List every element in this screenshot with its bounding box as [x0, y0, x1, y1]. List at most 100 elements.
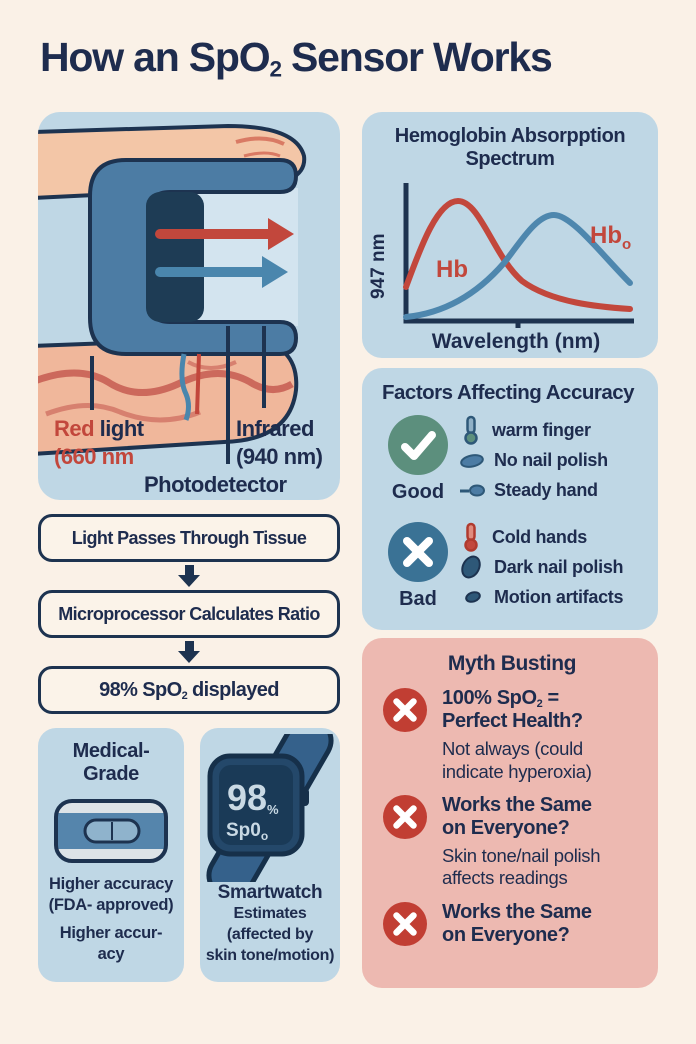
good-item-1-label: warm finger [492, 419, 591, 440]
thermometer-icon [464, 415, 478, 445]
flow-step-3-label: 98% SpO2 displayed [99, 678, 279, 702]
good-item-3-label: Steady hand [494, 479, 598, 500]
medical-text-1: Higher accuracy [49, 875, 173, 893]
smartwatch-caption-3: (affected by [226, 925, 314, 943]
red-light-path [195, 353, 201, 415]
medical-grade-panel: Medical- Grade Higher accuracy (FDA- app… [38, 728, 184, 982]
finger-crease-2 [243, 151, 281, 158]
hb-label: Hb [436, 256, 468, 283]
red-light-label: Red light [54, 416, 145, 441]
sensor-panel: Red light (660 nm Infrared (940 nm) Phot… [38, 112, 340, 500]
bad-item-3: Motion artifacts [458, 582, 650, 612]
good-items: warm finger No nail polish Steady h [458, 414, 650, 505]
chart-axes [403, 183, 634, 324]
hbo-label: Hbo [590, 222, 631, 253]
bad-items: Cold hands Dark nail polish Motion artif… [458, 521, 650, 612]
watch-display-value: 98% [227, 777, 279, 818]
myth-item-1: 100% SpO2 =Perfect Health? Not always (c… [382, 687, 642, 783]
bad-label: Bad [399, 588, 437, 610]
factors-panel: Factors Affecting Accuracy Good [362, 368, 658, 630]
red-light-label-2: (660 nm [54, 444, 134, 469]
vein-2 [45, 402, 201, 423]
bad-item-3-label: Motion artifacts [494, 586, 624, 607]
cross-icon [383, 688, 427, 732]
y-axis-label: 947 nm [368, 234, 389, 299]
emitter-block [146, 192, 204, 322]
flow-step-3: 98% SpO2 displayed [38, 666, 340, 714]
sensor-clamp [88, 158, 299, 356]
smartwatch-caption-1: Smartwatch [217, 882, 323, 903]
good-group: Good warm finger No nail pol [378, 414, 650, 505]
bad-item-2: Dark nail polish [458, 552, 650, 582]
page-title-sub: 2 [269, 56, 282, 82]
myth-panel: Myth Busting 100% SpO2 =Perfect Health? … [362, 638, 658, 988]
good-label: Good [391, 481, 445, 503]
x-axis-label: Wavelength (nm) [432, 330, 600, 353]
smartwatch-caption-4: skin tone/motion) [205, 946, 335, 964]
photodetector-label: Photodetector [144, 472, 288, 497]
smartwatch-caption-2: Estimates [233, 905, 307, 922]
hbo-curve [403, 211, 633, 320]
factors-title: Factors Affecting Accuracy [382, 381, 635, 404]
vein-3 [187, 360, 237, 370]
finger-sensor-illustration: Red light (660 nm Infrared (940 nm) Phot… [38, 123, 323, 497]
left-column: Red light (660 nm Infrared (940 nm) Phot… [38, 112, 340, 982]
medical-text-3: Higher accur- [59, 924, 163, 943]
flow-step-1-label: Light Passes Through Tissue [71, 527, 307, 548]
page-title-post: Sensor Works [280, 34, 553, 80]
good-item-1: warm finger [458, 415, 650, 445]
bad-badge: Bad [378, 521, 458, 612]
myth-body-1: Not always (could indicate hyperoxia) [442, 738, 592, 782]
flow-arrow-icon [38, 638, 340, 666]
bad-group: Bad Cold hands Dark nail pol [378, 521, 650, 612]
infrared-label-2: (940 nm) [236, 444, 323, 469]
bad-item-1: Cold hands [458, 522, 650, 552]
red-light-arrowhead [268, 218, 294, 250]
cross-icon [383, 901, 427, 946]
steady-hand-icon [460, 484, 485, 497]
good-item-2-label: No nail polish [494, 449, 608, 470]
check-icon [388, 415, 448, 475]
page-title: How an SpO2 Sensor Works [40, 34, 553, 83]
chart-title: Hemoglobin Absorpption Spectrum [394, 125, 626, 170]
good-item-3: Steady hand [458, 475, 650, 505]
bad-item-1-label: Cold hands [492, 526, 587, 547]
medical-title: Medical- Grade [72, 740, 150, 785]
flow-step-2-label: Microprocessor Calculates Ratio [58, 603, 320, 624]
flow-step-2: Microprocessor Calculates Ratio [38, 590, 340, 638]
cold-thermometer-icon [464, 522, 478, 552]
infrared-arrowhead [262, 256, 288, 288]
smartwatch-panel: 98% Sp0o Smartwatch Estimates (affected … [200, 728, 340, 982]
medical-text-2: (FDA- approved) [48, 895, 174, 914]
medical-text-4: acy [97, 944, 125, 963]
spectrum-panel: Hemoglobin Absorpption Spectrum Hb Hbo 9… [362, 112, 658, 358]
motion-icon [465, 591, 481, 603]
myth-heading-1: 100% SpO2 =Perfect Health? [442, 687, 583, 733]
spectrum-chart: Hb Hbo 947 nm Wavelength (nm) [368, 183, 634, 353]
bad-item-2-label: Dark nail polish [494, 556, 624, 577]
good-badge: Good [378, 414, 458, 505]
right-column: Hemoglobin Absorpption Spectrum Hb Hbo 9… [362, 112, 658, 988]
myth-body-2: Skin tone/nail polish affects readings [442, 845, 601, 889]
flowchart: Light Passes Through Tissue Microprocess… [38, 514, 340, 714]
page-title-pre: How an SpO [40, 34, 271, 80]
flow-arrow-icon [38, 562, 340, 590]
hb-curve [403, 197, 633, 312]
infrared-label: Infrared [236, 416, 314, 441]
pulse-oximeter-icon [54, 799, 168, 863]
good-item-2: No nail polish [458, 445, 650, 475]
x-icon [388, 522, 448, 582]
watch-display-label: Sp0o [226, 820, 268, 843]
nail-icon [460, 454, 484, 468]
flow-step-1: Light Passes Through Tissue [38, 514, 340, 562]
myth-title: Myth Busting [447, 652, 577, 675]
smartwatch-icon: 98% Sp0o [206, 734, 334, 882]
finger-crease [235, 136, 285, 146]
vein [38, 369, 294, 396]
dark-nail-polish-icon [461, 555, 481, 579]
